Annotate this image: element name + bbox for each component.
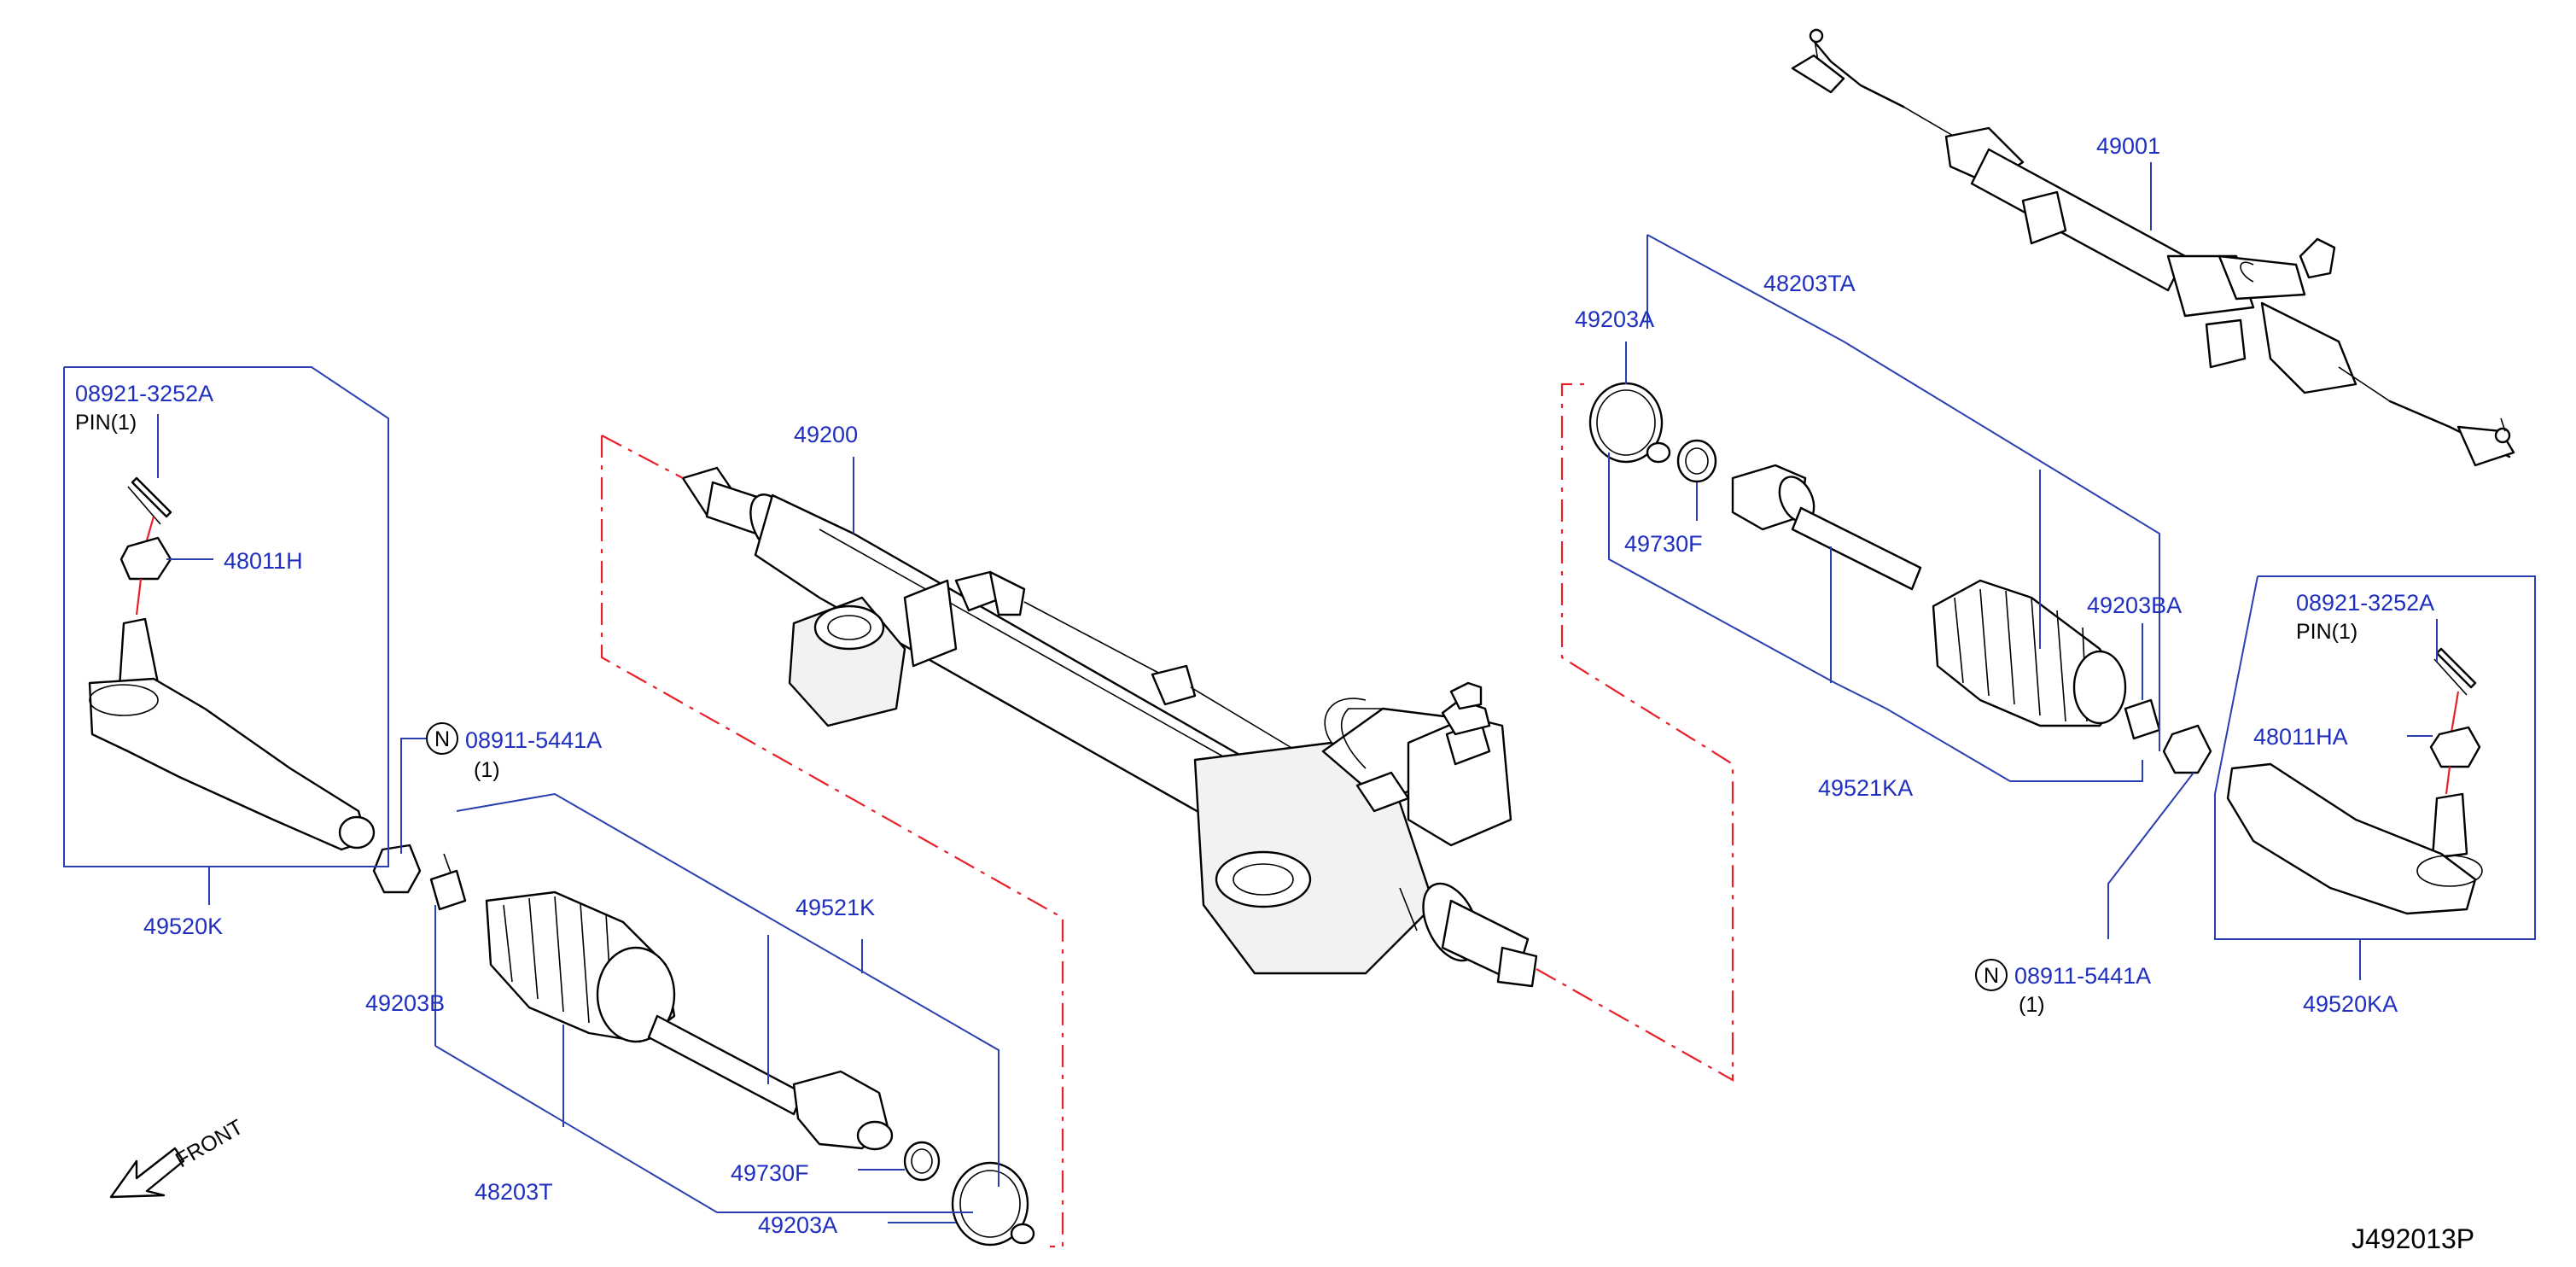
callout-labels: 49001 49200 48203TA 49203A 49730F 49203B… [75,133,2434,1238]
callout-48011HA: 48011HA [2253,724,2348,750]
callout-49001: 49001 [2096,133,2160,159]
left-tie-rod-end [63,366,389,867]
callout-49203A-right: 49203A [1575,307,1654,332]
callout-08911-left: 08911-5441A [465,727,602,753]
gear-housing-main [681,466,1538,988]
callout-08911-right: 08911-5441A [2014,963,2151,989]
diagram-reference-code: J492013P [2352,1223,2474,1254]
svg-text:N: N [1984,964,1999,988]
right-tie-rod-end [2214,575,2536,940]
note-qty-right: (1) [2019,993,2045,1017]
callout-49520K: 49520K [143,914,223,939]
svg-text:N: N [434,727,450,751]
callout-49521K: 49521K [796,895,875,920]
left-inner-components [372,844,1035,1247]
callout-48011H: 48011H [224,548,303,574]
callout-49200: 49200 [794,422,858,447]
steering-gear-assembly-small [1791,28,2515,467]
svg-text:FRONT: FRONT [172,1115,248,1172]
callout-49203B: 49203B [365,990,445,1016]
callout-49203BA: 49203BA [2087,593,2182,618]
note-qty-left: (1) [474,758,500,782]
note-pin-right: PIN(1) [2296,620,2357,644]
callout-49521KA: 49521KA [1818,775,1913,801]
callout-49730F-left: 49730F [731,1160,809,1186]
callout-08921-right: 08921-3252A [2296,590,2434,616]
right-inner-components [1588,382,2212,774]
callout-08921-left: 08921-3252A [75,381,213,406]
front-direction-arrow: FRONT [109,1115,248,1199]
note-pin-left: PIN(1) [75,411,137,435]
callout-49203A-left: 49203A [758,1212,837,1238]
callout-49730F-right: 49730F [1624,531,1703,557]
callout-48203TA: 48203TA [1763,271,1856,296]
nut-badge-left: N [426,722,458,755]
leader-lines [157,162,2438,1223]
callout-49520KA: 49520KA [2303,991,2398,1017]
assembly-boundary-lines [600,382,1734,1248]
nut-badge-right: N [1975,959,2008,991]
callout-48203T: 48203T [475,1179,553,1205]
